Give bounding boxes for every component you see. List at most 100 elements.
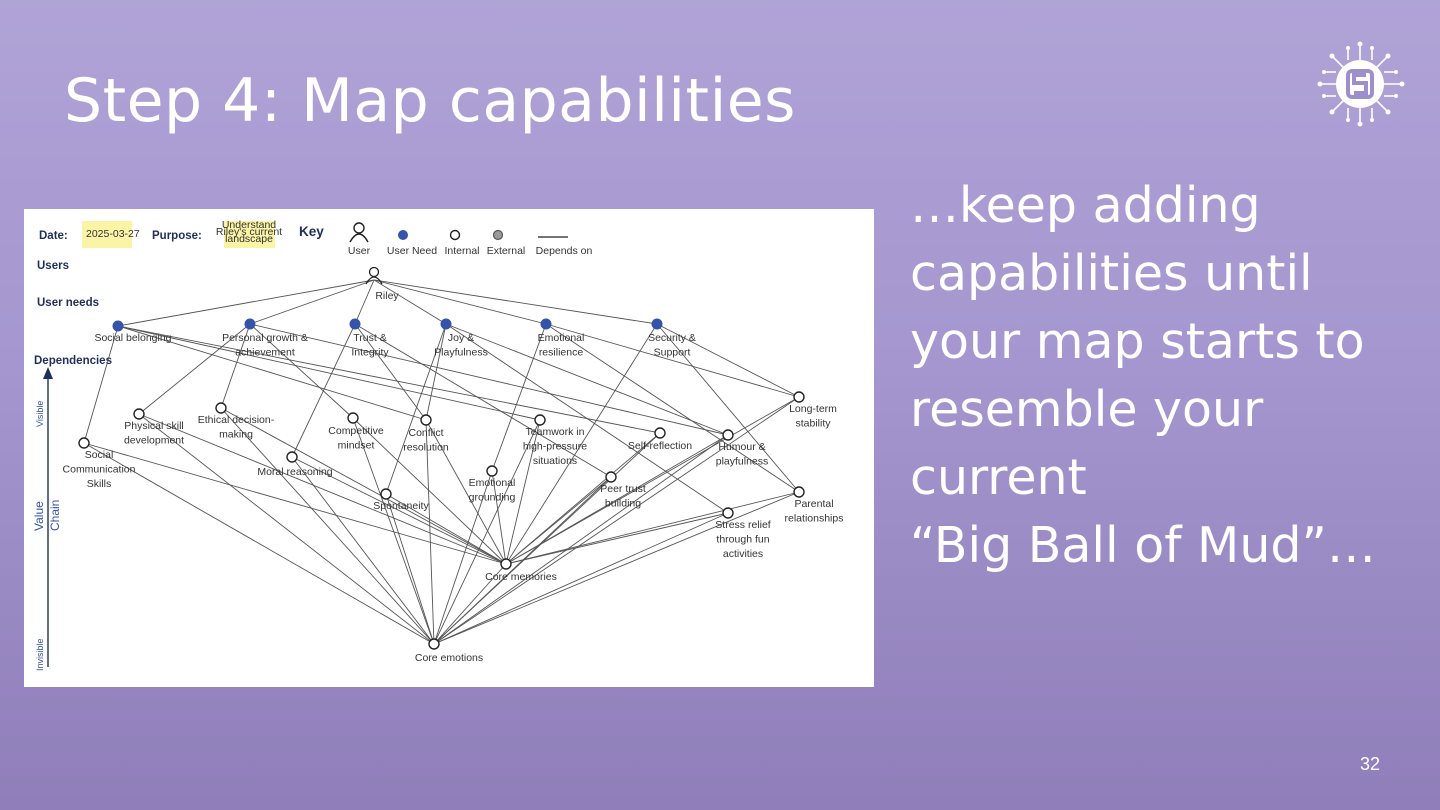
- dependency-link: [354, 279, 375, 325]
- wardley-map-canvas: Date: 2025-03-27 Purpose: Understand Ril…: [32, 219, 844, 671]
- dependency-link: [445, 323, 729, 514]
- component-label: Self-reflection: [628, 440, 692, 452]
- dependency-link: [505, 432, 661, 565]
- dependency-link: [433, 563, 507, 645]
- circuit-logo-icon: [1317, 41, 1405, 127]
- axis-visible-label: Visible: [35, 401, 45, 427]
- dependency-link: [425, 323, 447, 421]
- component-label: building: [605, 498, 641, 510]
- wardley-map: Date: 2025-03-27 Purpose: Understand Ril…: [24, 209, 874, 687]
- dependency-link: [373, 279, 547, 325]
- user-icon: [365, 266, 383, 285]
- user-need-label: Support: [654, 347, 691, 359]
- purpose-value-line: Riley's current: [216, 226, 282, 238]
- axis-chain-label: Chain: [48, 500, 62, 531]
- component-node: [500, 558, 512, 570]
- component-label: Spontaneity: [373, 500, 429, 512]
- component-label: Peer trust: [600, 483, 646, 495]
- component-label: through fun: [716, 534, 769, 546]
- dependency-link: [138, 413, 507, 565]
- component-node: [78, 437, 90, 449]
- side-caption-line: “Big Ball of Mud”…: [910, 517, 1376, 574]
- side-caption-line: current: [910, 449, 1087, 506]
- dependency-link: [505, 491, 800, 565]
- component-node: [605, 471, 617, 483]
- purpose-value-line: Understand: [222, 219, 276, 231]
- component-label: Stress relief: [715, 519, 771, 531]
- key-external: External: [487, 245, 526, 257]
- component-node: [486, 465, 498, 477]
- dependency-link: [117, 325, 541, 421]
- component-label: Teamwork in: [526, 426, 585, 438]
- dependency-link: [433, 434, 729, 645]
- purpose-highlight: [224, 221, 275, 248]
- dependency-link: [373, 279, 658, 325]
- user-need-node: [112, 320, 124, 332]
- dependency-link: [220, 407, 435, 645]
- user-need-label: Playfulness: [434, 347, 488, 359]
- dependency-link: [385, 323, 447, 495]
- dependency-link: [433, 396, 800, 645]
- axis-arrow-icon: [43, 367, 53, 379]
- component-label: Skills: [87, 478, 112, 490]
- dependency-link: [656, 323, 800, 398]
- user-need-label: Social belonging: [94, 332, 171, 344]
- component-label: Competitive: [328, 425, 384, 437]
- dependency-link: [433, 432, 661, 645]
- dependency-link: [249, 279, 375, 325]
- component-label: mindset: [338, 440, 375, 452]
- component-node: [286, 451, 298, 463]
- component-label: Emotional: [469, 477, 516, 489]
- component-node: [793, 486, 805, 498]
- dependency-link: [352, 417, 435, 645]
- dependency-link: [291, 456, 507, 565]
- dependency-link: [425, 419, 435, 645]
- row-label-user-needs: User needs: [37, 297, 99, 309]
- dependency-link: [352, 417, 507, 565]
- purpose-label: Purpose:: [152, 230, 202, 242]
- user-need-label: Joy &: [448, 332, 474, 344]
- user-need-label: Integrity: [351, 347, 389, 359]
- component-label: Long-term: [789, 403, 837, 415]
- key-label: Key: [299, 224, 324, 239]
- user-need-node: [244, 318, 256, 330]
- dependency-link: [83, 442, 435, 645]
- dependency-link: [117, 279, 375, 327]
- slide-title: Step 4: Map capabilities: [64, 66, 796, 136]
- date-label: Date:: [39, 230, 68, 242]
- user-key-icon: [349, 222, 369, 243]
- user-need-key-icon: [398, 230, 408, 240]
- component-label: Core memories: [485, 571, 557, 583]
- component-node: [380, 488, 392, 500]
- component-label: stability: [795, 418, 831, 430]
- component-node: [133, 408, 145, 420]
- dependency-link: [433, 491, 800, 645]
- side-caption-line: resemble your: [910, 381, 1264, 438]
- component-label: Conflict: [408, 427, 443, 439]
- user-need-label: Security &: [648, 332, 696, 344]
- component-node: [420, 414, 432, 426]
- dependency-link: [491, 470, 507, 565]
- row-label-dependencies: Dependencies: [34, 355, 112, 367]
- dependency-link: [354, 323, 427, 421]
- dependency-link: [83, 442, 507, 565]
- dependency-link: [656, 323, 800, 493]
- dependency-link: [505, 512, 729, 565]
- user-need-label: Trust &: [353, 332, 386, 344]
- key-user-need: User Need: [387, 245, 437, 257]
- component-label: Social: [85, 449, 114, 461]
- dependency-link: [385, 493, 507, 565]
- component-label: grounding: [469, 492, 516, 504]
- dependency-link: [433, 470, 493, 645]
- dependency-link: [249, 323, 729, 436]
- component-label: Physical skill: [124, 420, 184, 432]
- user-need-node: [651, 318, 663, 330]
- key-depends-on: Depends on: [536, 245, 593, 257]
- dependency-link: [249, 323, 354, 419]
- dependency-link: [291, 456, 435, 645]
- internal-key-icon: [449, 229, 461, 241]
- user-need-label: achievement: [235, 347, 295, 359]
- component-label: relationships: [785, 513, 844, 525]
- user-need-label: Personal growth &: [222, 332, 308, 344]
